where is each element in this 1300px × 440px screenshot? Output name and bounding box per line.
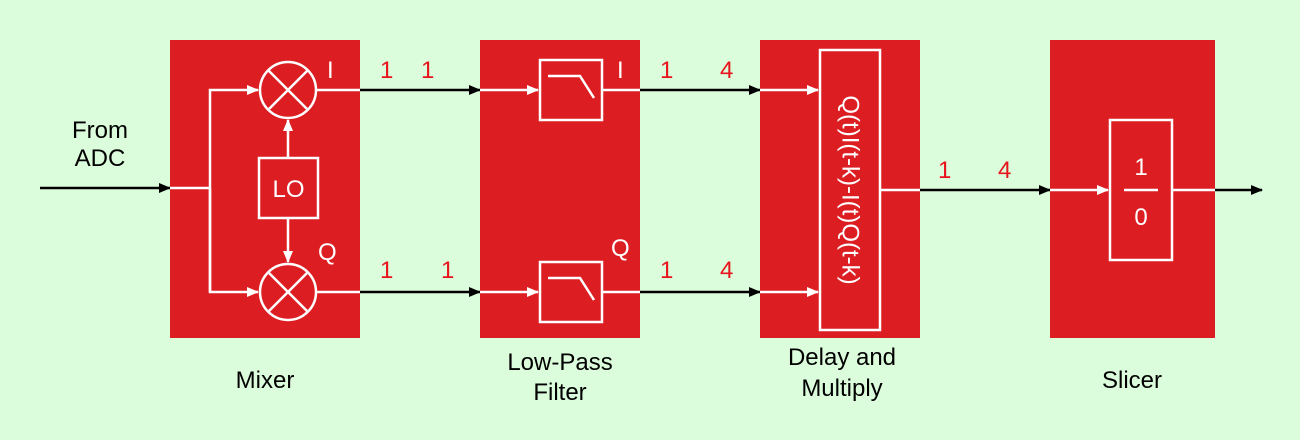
lpf-block: I Q — [480, 40, 640, 338]
delay-multiply-formula: Q(t)I(t-k)-I(t)Q(t-k) — [837, 95, 864, 284]
multiplier-i-icon — [258, 60, 318, 120]
mixer-block: LO I Q — [170, 40, 360, 338]
slicer-top: 1 — [1134, 154, 1147, 181]
lpf-i-label: I — [617, 57, 624, 84]
width-mix-i-0: 1 — [380, 57, 393, 84]
width-mix-i-1: 1 — [421, 57, 434, 84]
mixer-i-label: I — [327, 57, 334, 84]
delay-multiply-label-line2: Multiply — [801, 375, 882, 402]
width-mix-q-0: 1 — [380, 257, 393, 284]
mixer-label: Mixer — [236, 367, 295, 394]
slicer-bottom: 0 — [1134, 204, 1147, 231]
slicer-label: Slicer — [1102, 367, 1162, 394]
lpf-label-line2: Filter — [533, 379, 586, 406]
delay-multiply-block: Q(t)I(t-k)-I(t)Q(t-k) — [760, 40, 920, 338]
lo-label: LO — [272, 176, 304, 203]
width-dm-out-0: 1 — [938, 157, 951, 184]
width-lpf-i-1: 4 — [720, 57, 733, 84]
input-label-line1: From — [72, 117, 128, 144]
width-mix-q-1: 1 — [441, 257, 454, 284]
width-dm-out-1: 4 — [998, 157, 1011, 184]
lpf-q-label: Q — [611, 235, 630, 262]
delay-multiply-label-line1: Delay and — [788, 344, 896, 371]
width-lpf-q-0: 1 — [660, 257, 673, 284]
width-lpf-i-0: 1 — [660, 57, 673, 84]
slicer-block: 1 0 — [1050, 40, 1215, 338]
width-lpf-q-1: 4 — [720, 257, 733, 284]
mixer-q-label: Q — [318, 239, 337, 266]
mixer-lower-feed — [208, 188, 259, 297]
input-label-line2: ADC — [75, 145, 126, 172]
lpf-label-line1: Low-Pass — [507, 349, 612, 376]
